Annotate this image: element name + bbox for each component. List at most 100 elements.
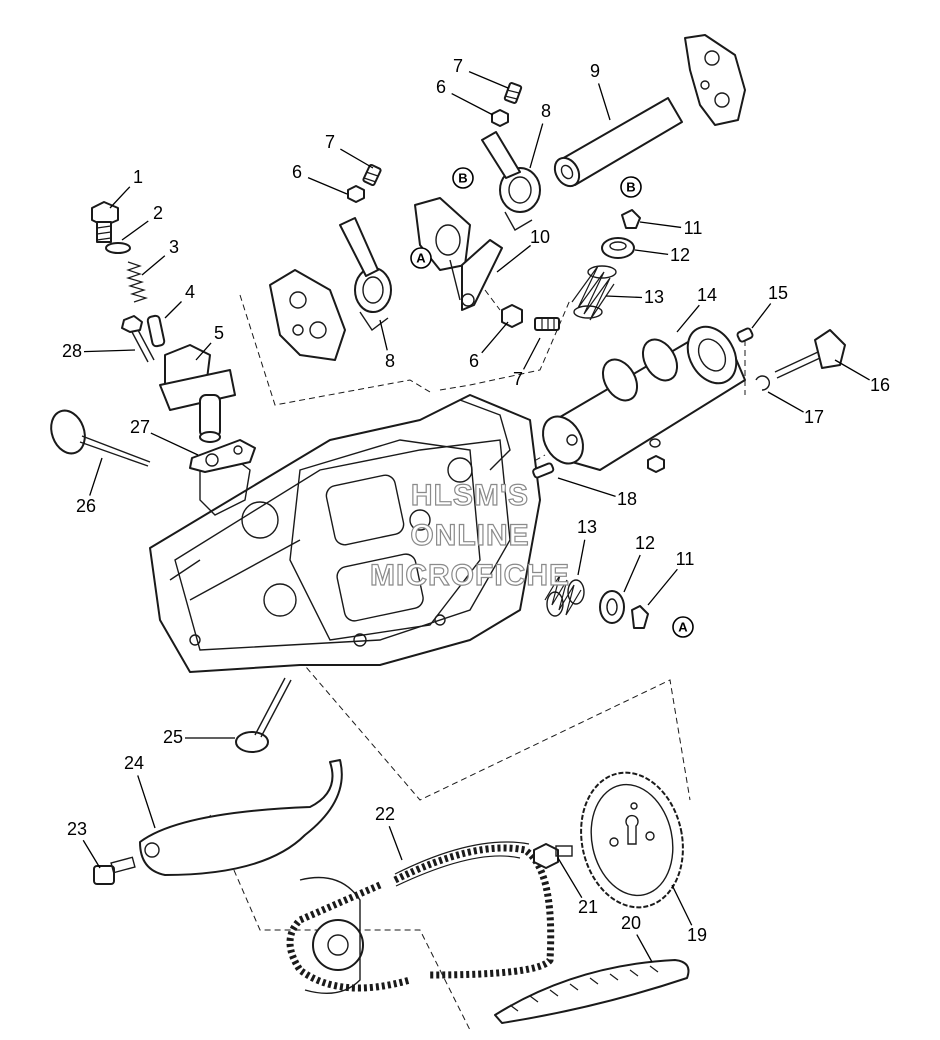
- leader-line: [121, 220, 149, 241]
- part-callout-13: 13: [644, 287, 664, 307]
- leader-line: [89, 457, 103, 496]
- part-callout-28: 28: [62, 341, 82, 361]
- part-callout-3: 3: [169, 237, 179, 257]
- part-5-tensioner: [159, 344, 236, 443]
- part-7-adjuster-screw-3: [534, 317, 560, 331]
- leader-line: [834, 359, 870, 381]
- part-14-camshaft: [542, 325, 746, 473]
- part-callout-15: 15: [768, 283, 788, 303]
- reference-marker-a: A: [672, 616, 694, 638]
- leader-line: [671, 884, 693, 926]
- part-callout-24: 24: [124, 753, 144, 773]
- leader-line: [109, 186, 131, 209]
- part-21-bolt: [533, 843, 573, 869]
- part-callout-25: 25: [163, 727, 183, 747]
- part-26-valve: [50, 409, 151, 467]
- part-callout-7: 7: [513, 369, 523, 389]
- part-3-spring: [125, 261, 149, 303]
- reference-marker-a: A: [410, 247, 432, 269]
- reference-marker-label: B: [458, 170, 467, 185]
- part-callout-21: 21: [578, 897, 598, 917]
- part-16-decompressor-shaft: [774, 329, 846, 379]
- part-callout-8: 8: [541, 101, 551, 121]
- leader-line: [141, 255, 166, 276]
- part-callout-2: 2: [153, 203, 163, 223]
- part-25-valve: [235, 677, 292, 753]
- leader-line: [676, 304, 700, 333]
- part-1-bolt: [91, 201, 119, 243]
- leader-line: [636, 934, 653, 963]
- leader-line: [529, 123, 544, 169]
- leader-line: [82, 839, 101, 869]
- part-2-washer: [105, 242, 131, 254]
- part-callout-11: 11: [676, 549, 695, 569]
- reference-marker-b: B: [452, 167, 474, 189]
- leader-line: [623, 554, 641, 593]
- leader-line: [468, 71, 509, 89]
- leader-line: [195, 342, 212, 361]
- part-callout-6: 6: [436, 77, 446, 97]
- part-callout-12: 12: [670, 245, 690, 265]
- part-12-retainer-upper: [601, 237, 635, 259]
- leader-line: [83, 349, 136, 353]
- crank-sprocket: [299, 876, 364, 994]
- rocker-support-right: [684, 34, 746, 126]
- leader-line: [647, 568, 678, 606]
- part-callout-10: 10: [530, 227, 550, 247]
- part-callout-14: 14: [697, 285, 717, 305]
- part-callout-5: 5: [214, 323, 224, 343]
- part-callout-7: 7: [325, 132, 335, 152]
- leader-line: [557, 857, 583, 899]
- leader-line: [634, 249, 669, 256]
- part-callout-11: 11: [684, 218, 703, 238]
- part-callout-8: 8: [385, 351, 395, 371]
- watermark: HLSM'S ONLINE MICROFICHE: [369, 478, 570, 592]
- part-callout-4: 4: [185, 282, 195, 302]
- part-callout-23: 23: [67, 819, 87, 839]
- leader-line: [496, 244, 531, 273]
- part-22-cam-chain: [286, 841, 555, 992]
- watermark-line-2: ONLINE: [410, 519, 529, 552]
- part-callout-18: 18: [617, 489, 637, 509]
- part-7-adjuster-screw-1: [362, 163, 382, 187]
- part-callout-7: 7: [453, 56, 463, 76]
- part-callout-17: 17: [804, 407, 824, 427]
- reference-marker-label: B: [626, 179, 635, 194]
- leader-line: [639, 221, 682, 229]
- leader-line: [751, 303, 772, 329]
- part-7-adjuster-screw-2: [503, 82, 523, 104]
- leader-line: [597, 83, 611, 121]
- part-11-keeper-upper: [621, 209, 641, 229]
- leader-line: [451, 92, 494, 116]
- watermark-line-3: MICROFICHE: [370, 559, 570, 592]
- leader-line: [137, 775, 156, 829]
- reference-marker-b: B: [620, 176, 642, 198]
- leader-line: [481, 321, 509, 354]
- watermark-line-1: HLSM'S: [411, 479, 529, 512]
- cylinder-head: [149, 394, 541, 673]
- reference-marker-circle: [620, 176, 642, 198]
- part-8-rocker-arm-right: [481, 131, 541, 231]
- part-12-retainer-lower: [599, 590, 625, 624]
- part-callout-16: 16: [870, 375, 890, 395]
- reference-marker-label: A: [416, 250, 426, 265]
- leader-line: [522, 337, 541, 370]
- part-17-clip: [755, 375, 770, 391]
- rocker-support-left: [269, 269, 346, 361]
- leader-line: [767, 391, 804, 413]
- part-23-bolt: [93, 856, 136, 885]
- leader-line: [388, 825, 403, 861]
- part-callout-6: 6: [469, 351, 479, 371]
- leader-line: [605, 295, 643, 299]
- reference-marker-circle: [410, 247, 432, 269]
- part-callout-13: 13: [577, 517, 597, 537]
- part-callout-27: 27: [130, 417, 150, 437]
- part-4-pin: [146, 314, 166, 348]
- part-8-rocker-arm-left: [339, 217, 392, 332]
- leader-line: [340, 148, 374, 169]
- reference-marker-label: A: [678, 619, 688, 634]
- part-callout-6: 6: [292, 162, 302, 182]
- assembly-reference-lines: [209, 289, 746, 1031]
